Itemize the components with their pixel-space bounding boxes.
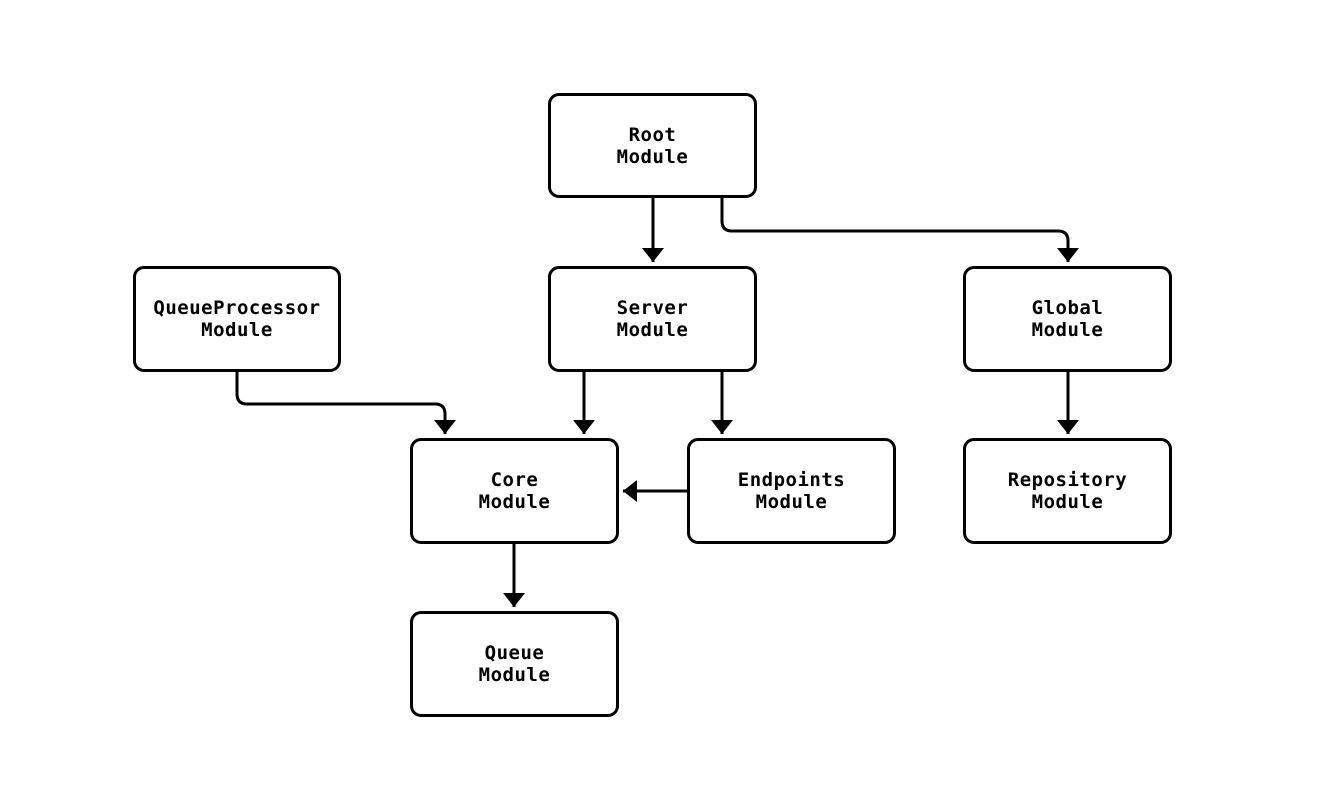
node-queueprocessor-module-label: QueueProcessor Module xyxy=(153,297,321,341)
node-endpoints-module: Endpoints Module xyxy=(687,438,896,544)
node-server-module-label: Server Module xyxy=(616,297,689,341)
node-core-module-label: Core Module xyxy=(478,469,551,513)
node-server-module: Server Module xyxy=(548,266,757,372)
edge-queueprocessor-to-core xyxy=(235,372,456,434)
node-repository-module: Repository Module xyxy=(963,438,1172,544)
node-queueprocessor-module: QueueProcessor Module xyxy=(133,266,341,372)
node-queue-module-label: Queue Module xyxy=(478,642,551,686)
node-root-module: Root Module xyxy=(548,93,757,198)
node-queue-module: Queue Module xyxy=(410,611,619,717)
node-root-module-label: Root Module xyxy=(616,123,689,168)
node-endpoints-module-label: Endpoints Module xyxy=(737,469,846,513)
node-global-module-label: Global Module xyxy=(1031,297,1104,341)
edge-root-to-global xyxy=(720,198,1079,262)
node-core-module: Core Module xyxy=(410,438,619,544)
node-repository-module-label: Repository Module xyxy=(1007,469,1128,513)
node-global-module: Global Module xyxy=(963,266,1172,372)
